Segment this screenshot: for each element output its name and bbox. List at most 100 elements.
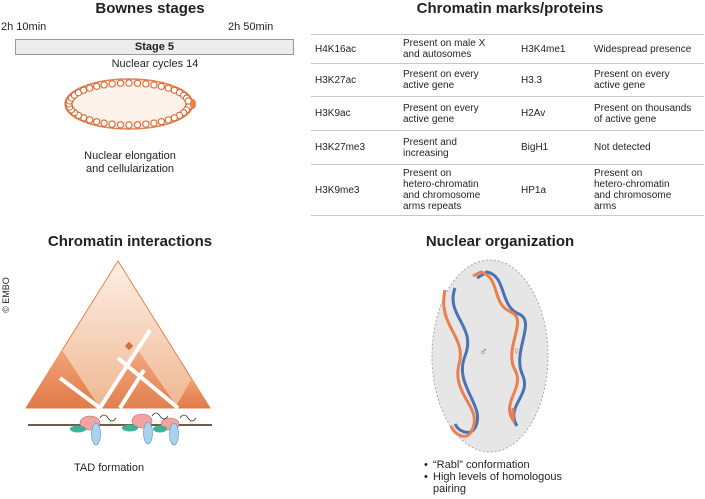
mark-description: Not detected bbox=[590, 130, 704, 165]
embryo-nuclei bbox=[65, 79, 193, 129]
embryo-nucleus bbox=[150, 119, 158, 127]
embryo-nucleus bbox=[133, 79, 142, 87]
desc-line: Not detected bbox=[594, 142, 651, 153]
embryo-nucleus bbox=[125, 79, 133, 87]
note-pairing-continued: pairing bbox=[433, 483, 467, 495]
embryo-nucleus bbox=[157, 82, 166, 90]
desc-line: Present on bbox=[403, 168, 452, 179]
mark-name: H3K27me3 bbox=[311, 130, 399, 165]
pole-cells bbox=[190, 99, 196, 109]
desc-line: and chromosome bbox=[594, 190, 672, 201]
mark-name: H2Av bbox=[517, 96, 590, 131]
embryo-nucleus bbox=[125, 121, 133, 129]
bownes-title: Bownes stages bbox=[95, 0, 205, 17]
embryo-yolk bbox=[74, 87, 184, 121]
embryo-nucleus bbox=[133, 121, 142, 129]
desc-line: increasing bbox=[403, 147, 449, 159]
desc-line: arms repeats bbox=[403, 201, 462, 212]
embryo-nucleus bbox=[164, 116, 172, 124]
embryo-nucleus bbox=[164, 84, 172, 92]
desc-line: Present on thousands bbox=[594, 102, 692, 114]
desc-line: Present on every bbox=[403, 69, 479, 80]
mark-name: HP1a bbox=[517, 164, 590, 216]
desc-line: Present and bbox=[403, 136, 457, 148]
embryo-nucleus bbox=[157, 118, 166, 126]
desc-line: active gene bbox=[403, 113, 455, 125]
mark-name: H3K4me1 bbox=[517, 34, 590, 64]
desc-line: hetero-chromatin bbox=[594, 179, 670, 190]
nucleus-outline bbox=[431, 259, 549, 453]
marks-title: Chromatin marks/proteins bbox=[416, 0, 604, 17]
maternal-chromosome-a bbox=[442, 289, 476, 438]
protein-complexes bbox=[70, 412, 197, 446]
embryo-nucleus bbox=[170, 114, 178, 122]
mark-name: BigH1 bbox=[517, 130, 590, 165]
note-rabl: “Rabl” conformation bbox=[424, 459, 562, 471]
organization-title: Nuclear organization bbox=[425, 233, 575, 250]
embryo-nucleus bbox=[150, 81, 158, 89]
embryo-nucleus bbox=[108, 120, 116, 128]
paternal-chromosome-b bbox=[476, 270, 528, 427]
embryo-nucleus bbox=[86, 84, 94, 92]
stage-bar: Stage 5 bbox=[15, 39, 294, 55]
embryo-illustration bbox=[64, 78, 196, 130]
tad-caption: TAD formation bbox=[74, 462, 145, 474]
male-symbol: ♂ bbox=[479, 344, 488, 358]
tad-separator-lines bbox=[58, 328, 180, 410]
desc-line: Present on bbox=[594, 168, 643, 179]
desc-line: Present on male X bbox=[403, 38, 486, 49]
embryo-nucleus bbox=[80, 86, 88, 94]
mark-name: H3K9me3 bbox=[311, 164, 399, 216]
copyright-credit: © EMBO bbox=[1, 277, 11, 313]
desc-line: arms bbox=[594, 201, 617, 212]
female-symbol: ♀ bbox=[512, 344, 521, 358]
mark-name: H3K9ac bbox=[311, 96, 399, 131]
desc-line: and chromosome bbox=[403, 190, 481, 201]
tad-diagram bbox=[25, 260, 212, 446]
organization-notes: “Rabl” conformation High levels of homol… bbox=[424, 459, 562, 495]
embryo-nucleus bbox=[100, 81, 108, 89]
embryo-nucleus bbox=[142, 120, 150, 128]
desc-line: Widespread presence bbox=[594, 43, 692, 55]
maternal-chromosome-b bbox=[472, 270, 520, 425]
embryo-nucleus bbox=[93, 82, 101, 90]
embryo-nucleus bbox=[100, 119, 108, 127]
embryo-nucleus bbox=[86, 116, 94, 124]
embryo-nucleus bbox=[108, 80, 116, 88]
embryo-nucleus bbox=[116, 79, 125, 87]
embryo-nucleus bbox=[93, 118, 101, 126]
embryo-caption-line1: Nuclear elongation bbox=[84, 150, 176, 162]
paternal-chromosome-a bbox=[451, 287, 479, 434]
embryo-caption-line2: and cellularization bbox=[85, 163, 175, 175]
desc-line: active gene bbox=[403, 80, 455, 91]
nucleus-diagram bbox=[431, 259, 549, 453]
tad-interaction-dot bbox=[124, 341, 134, 351]
desc-line: of active gene bbox=[594, 113, 657, 125]
interactions-title: Chromatin interactions bbox=[47, 233, 213, 250]
mark-description: Widespread presence bbox=[590, 34, 704, 64]
note-pairing: High levels of homologous bbox=[424, 471, 562, 483]
nuclear-cycles-label: Nuclear cycles 14 bbox=[111, 58, 199, 70]
desc-line: Present on every bbox=[403, 102, 479, 114]
mark-name: H3K27ac bbox=[311, 63, 399, 97]
time-start-label: 2h 10min bbox=[1, 21, 47, 33]
mark-name: H3.3 bbox=[517, 63, 590, 97]
desc-line: Present on every bbox=[594, 69, 670, 80]
tad-right-domain bbox=[175, 378, 210, 408]
embryo-nucleus bbox=[116, 121, 125, 129]
mark-name: H4K16ac bbox=[311, 34, 399, 64]
desc-line: and autosomes bbox=[403, 49, 472, 60]
time-end-label: 2h 50min bbox=[228, 21, 274, 33]
